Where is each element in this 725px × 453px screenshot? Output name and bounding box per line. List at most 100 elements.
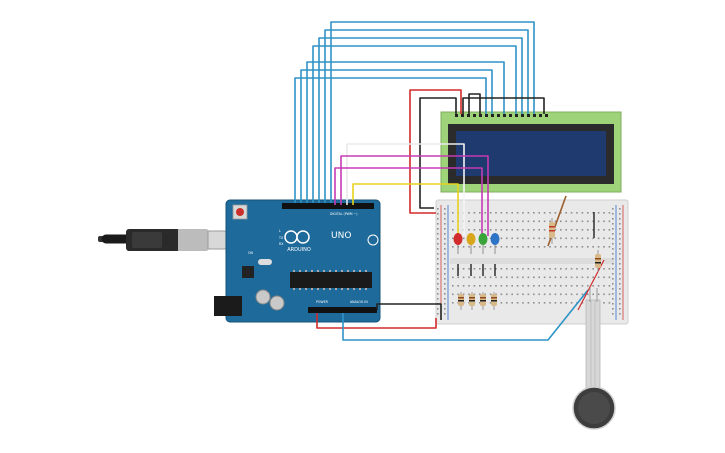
- led-red[interactable]: [453, 233, 463, 254]
- led-yellow[interactable]: [466, 233, 476, 254]
- reset-button[interactable]: [236, 208, 244, 216]
- breadboard-hole: [592, 237, 594, 240]
- wire-blue[interactable]: [300, 69, 493, 203]
- lcd-16x2[interactable]: [440, 111, 622, 193]
- breadboard-hole: [619, 208, 621, 210]
- breadboard-hole: [612, 278, 614, 280]
- breadboard-hole: [619, 243, 621, 245]
- resistor[interactable]: [595, 250, 601, 272]
- breadboard-hole: [538, 302, 540, 304]
- wire-blue[interactable]: [330, 21, 535, 203]
- breadboard-hole: [444, 298, 446, 300]
- breadboard-hole: [581, 293, 584, 296]
- resistor[interactable]: [469, 292, 475, 310]
- breadboard-hole: [554, 302, 557, 304]
- wire-blue[interactable]: [306, 61, 505, 203]
- breadboard-hole: [506, 302, 508, 304]
- breadboard-hole: [444, 248, 446, 250]
- wires: [294, 21, 605, 341]
- breadboard-hole: [437, 288, 439, 290]
- breadboard-hole: [549, 212, 551, 214]
- breadboard-hole: [484, 220, 486, 223]
- breadboard-hole: [495, 276, 497, 279]
- breadboard-hole: [479, 212, 481, 214]
- breadboard-hole: [565, 285, 567, 287]
- breadboard-hole: [452, 276, 454, 279]
- arduino-uno-board[interactable]: DIGITAL (PWM ~) ARDUINO UNO L TX RX ON P…: [214, 199, 381, 323]
- breadboard-hole: [619, 268, 621, 270]
- breadboard-hole: [527, 293, 530, 296]
- breadboard-hole: [437, 278, 439, 280]
- led-ground-jumpers: [457, 264, 496, 276]
- breadboard-hole: [468, 220, 470, 223]
- breadboard-hole: [533, 276, 535, 279]
- breadboard-hole: [543, 276, 546, 279]
- breadboard-hole: [619, 233, 621, 235]
- wire-blue[interactable]: [324, 29, 529, 203]
- brand-label: ARDUINO: [287, 247, 311, 253]
- breadboard-hole: [565, 302, 567, 304]
- breadboard-hole: [437, 313, 439, 315]
- wire-magenta[interactable]: [334, 167, 483, 236]
- breadboard[interactable]: [435, 199, 629, 325]
- breadboard-hole: [612, 263, 614, 265]
- breadboard-hole: [444, 273, 446, 275]
- breadboard-hole: [506, 212, 508, 214]
- wire-blue[interactable]: [294, 77, 487, 203]
- resistor[interactable]: [480, 292, 486, 310]
- breadboard-hole: [527, 220, 530, 223]
- resistor[interactable]: [491, 292, 497, 310]
- wire-black[interactable]: [419, 97, 457, 209]
- breadboard-hole: [495, 268, 497, 270]
- wire-black[interactable]: [462, 97, 545, 114]
- wire-yellow[interactable]: [352, 183, 459, 236]
- breadboard-hole: [619, 313, 621, 315]
- breadboard-hole: [527, 212, 530, 214]
- breadboard-hole: [608, 268, 611, 270]
- wire-blue[interactable]: [318, 37, 523, 203]
- breadboard-hole: [479, 302, 481, 304]
- led-blue[interactable]: [490, 233, 500, 254]
- breadboard-hole: [511, 237, 513, 240]
- breadboard-hole: [444, 268, 446, 270]
- wire-red[interactable]: [409, 89, 462, 214]
- breadboard-hole: [437, 253, 439, 255]
- breadboard-hole: [522, 237, 524, 240]
- wire-black[interactable]: [376, 303, 442, 320]
- wire-red[interactable]: [316, 313, 437, 329]
- breadboard-hole: [570, 220, 573, 223]
- breadboard-hole: [489, 268, 492, 270]
- wire-magenta[interactable]: [340, 155, 489, 236]
- breadboard-hole: [597, 220, 600, 223]
- analog-header: [343, 307, 377, 313]
- resistor[interactable]: [549, 218, 555, 244]
- breadboard-hole: [608, 293, 611, 296]
- resistors: [458, 218, 601, 310]
- breadboard-hole: [468, 268, 470, 270]
- breadboard-hole: [533, 237, 535, 240]
- power-jack: [214, 296, 242, 316]
- breadboard-hole: [495, 220, 497, 223]
- breadboard-hole: [473, 220, 476, 223]
- breadboard-hole: [587, 212, 589, 214]
- wire-blue[interactable]: [312, 45, 517, 203]
- usb-cable[interactable]: [98, 229, 231, 251]
- wire-black[interactable]: [468, 93, 481, 114]
- breadboard-hole: [444, 238, 446, 240]
- digital-header: [282, 203, 374, 209]
- analog-header-label: ANALOG IN: [350, 300, 368, 304]
- wire-blue[interactable]: [342, 289, 589, 341]
- breadboard-hole: [549, 268, 551, 270]
- force-sensor[interactable]: [572, 288, 616, 430]
- breadboard-hole: [592, 293, 594, 296]
- breadboard-hole: [608, 229, 611, 231]
- breadboard-hole: [437, 298, 439, 300]
- breadboard-hole: [560, 229, 562, 231]
- resistor[interactable]: [458, 292, 464, 310]
- breadboard-hole: [516, 268, 519, 270]
- led-green[interactable]: [478, 233, 488, 254]
- usb-chip: [242, 266, 254, 278]
- breadboard-hole: [462, 237, 465, 240]
- breadboard-hole: [612, 233, 614, 235]
